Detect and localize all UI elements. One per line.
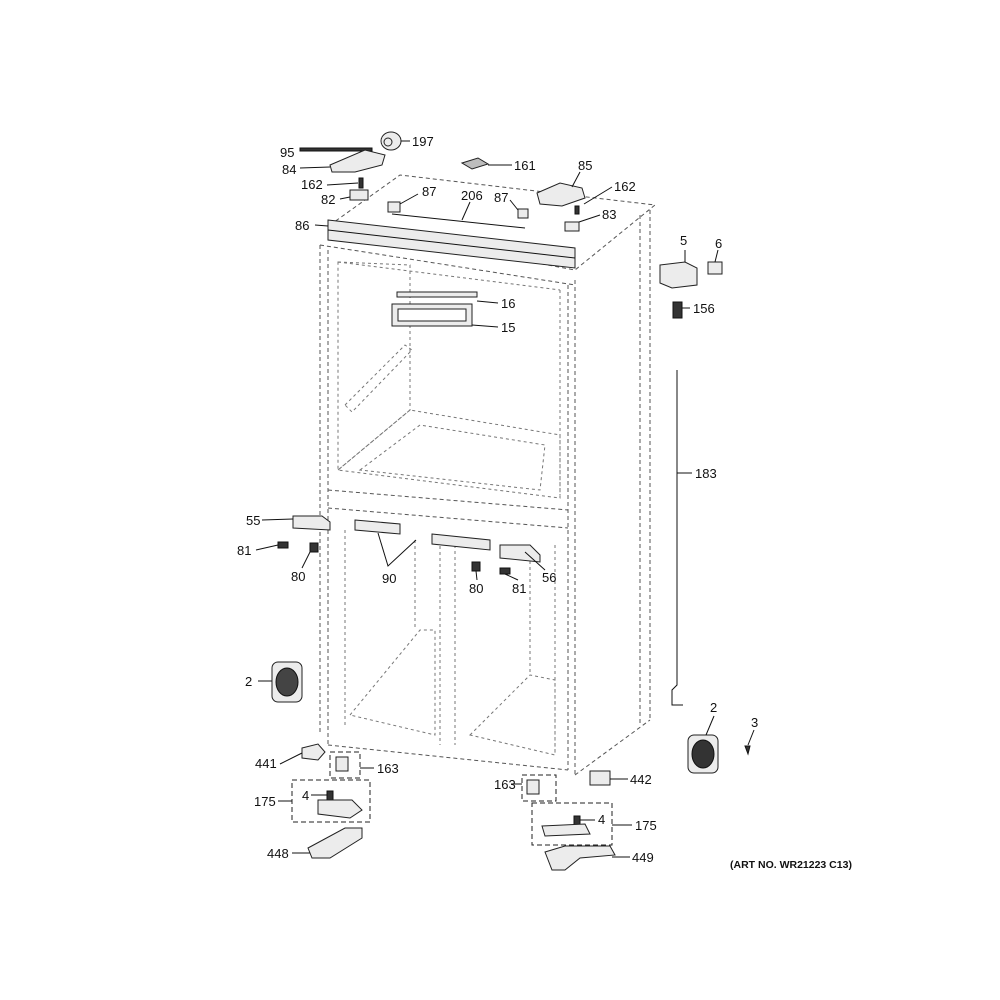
hinge-56 xyxy=(499,544,541,563)
callout-90: 90 xyxy=(382,571,396,586)
callout-2-left: 2 xyxy=(245,674,252,689)
callout-442: 442 xyxy=(630,772,652,787)
rail-90-right xyxy=(431,533,491,551)
rod-183 xyxy=(671,370,683,706)
hinge-pin-95 xyxy=(299,147,373,152)
bottom-right-parts xyxy=(521,774,616,871)
callout-81-left: 81 xyxy=(237,543,251,558)
strip-16 xyxy=(396,291,478,298)
leader-lines xyxy=(255,140,755,858)
rail-90-left xyxy=(354,519,401,535)
shim-83 xyxy=(564,221,580,232)
top-parts xyxy=(299,131,586,269)
callout-82: 82 xyxy=(321,192,335,207)
callout-156: 156 xyxy=(693,301,715,316)
callout-161: 161 xyxy=(514,158,536,173)
callout-183: 183 xyxy=(695,466,717,481)
screw-3 xyxy=(744,745,751,756)
bracket-441 xyxy=(301,743,326,761)
screw-162-left xyxy=(358,177,364,189)
callout-80-left: 80 xyxy=(291,569,305,584)
callout-86: 86 xyxy=(295,218,309,233)
callout-163-left: 163 xyxy=(377,761,399,776)
hinge-85 xyxy=(536,182,586,207)
callout-95: 95 xyxy=(280,145,294,160)
callout-441: 441 xyxy=(255,756,277,771)
leg-449 xyxy=(544,845,616,871)
bracket-6 xyxy=(707,261,723,275)
screw-80-left xyxy=(309,542,319,553)
screw-81-left xyxy=(277,541,289,549)
right-parts xyxy=(589,261,751,786)
box-163-left xyxy=(329,751,361,779)
callout-80-right: 80 xyxy=(469,581,483,596)
callout-labels: 95 197 84 161 85 162 87 162 82 206 87 83… xyxy=(237,134,852,871)
callout-4-right: 4 xyxy=(598,812,605,827)
callout-81-right: 81 xyxy=(512,581,526,596)
screw-162-right xyxy=(574,205,580,215)
callout-3: 3 xyxy=(751,715,758,730)
bottom-left-parts xyxy=(271,661,371,859)
bracket-442 xyxy=(589,770,611,786)
screw-80-right xyxy=(471,561,481,572)
leveler-bracket-right xyxy=(541,823,591,837)
leveler-bracket-left xyxy=(317,799,363,819)
callout-85: 85 xyxy=(578,158,592,173)
spring-156 xyxy=(672,301,683,319)
callout-206: 206 xyxy=(461,188,483,203)
art-number: (ART NO. WR21223 C13) xyxy=(730,859,852,871)
callout-4-left: 4 xyxy=(302,788,309,803)
callout-83: 83 xyxy=(602,207,616,222)
callout-197: 197 xyxy=(412,134,434,149)
box-175-right xyxy=(531,802,613,846)
screw-81-right xyxy=(499,567,511,575)
shim-82 xyxy=(349,189,369,201)
box-163-right xyxy=(521,774,557,802)
callout-162-right: 162 xyxy=(614,179,636,194)
hinge-5 xyxy=(659,261,698,289)
hinge-84 xyxy=(329,149,386,173)
callout-175-left: 175 xyxy=(254,794,276,809)
mullion-parts xyxy=(277,515,541,575)
callout-15: 15 xyxy=(501,320,515,335)
leg-448 xyxy=(307,827,363,859)
callout-449: 449 xyxy=(632,850,654,865)
callout-163-right: 163 xyxy=(494,777,516,792)
bushing-161 xyxy=(460,157,490,170)
wire-harness-206 xyxy=(391,213,526,229)
hinge-55 xyxy=(292,515,331,531)
callout-448: 448 xyxy=(267,846,289,861)
callout-2-right: 2 xyxy=(710,700,717,715)
callout-5: 5 xyxy=(680,233,687,248)
callout-55: 55 xyxy=(246,513,260,528)
interior-parts xyxy=(344,291,478,413)
callout-162-left: 162 xyxy=(301,177,323,192)
bracket-87-left xyxy=(387,201,401,213)
callout-175-right: 175 xyxy=(635,818,657,833)
cabinet-outline xyxy=(319,174,657,776)
callout-56: 56 xyxy=(542,570,556,585)
callout-16: 16 xyxy=(501,296,515,311)
callout-6: 6 xyxy=(715,236,722,251)
callout-87-left: 87 xyxy=(422,184,436,199)
callout-84: 84 xyxy=(282,162,296,177)
bracket-87-right xyxy=(517,208,529,219)
callout-87-right: 87 xyxy=(494,190,508,205)
